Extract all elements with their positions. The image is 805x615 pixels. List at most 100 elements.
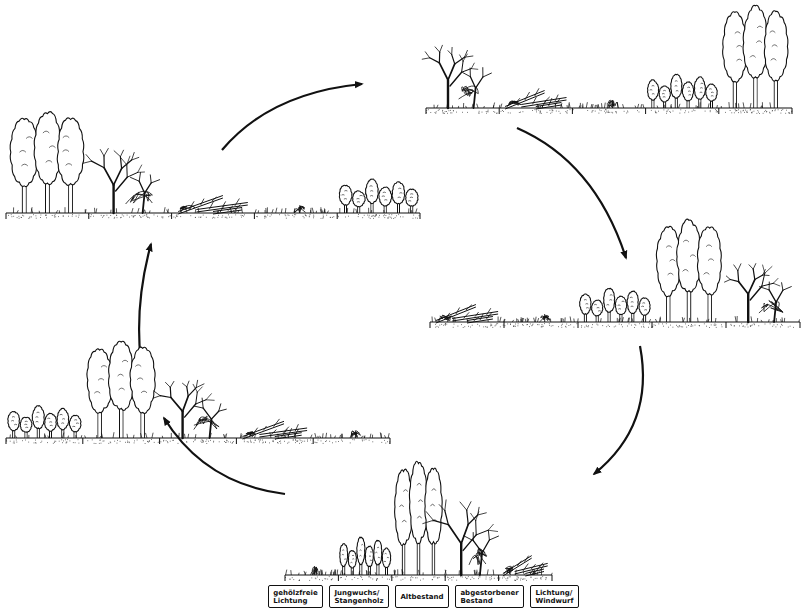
log-branch xyxy=(549,98,552,106)
dead-branch xyxy=(448,51,452,55)
segment-ticks xyxy=(426,108,792,114)
crown-texture xyxy=(709,88,712,89)
crown-texture xyxy=(641,306,644,307)
crown-texture xyxy=(586,303,589,305)
crown-texture xyxy=(597,307,600,308)
segment-ticks xyxy=(285,575,552,581)
forest-panel xyxy=(6,341,390,444)
plant-stem xyxy=(299,205,300,213)
crown-texture xyxy=(43,131,49,133)
crown-texture xyxy=(618,308,621,309)
log-branch xyxy=(535,88,539,96)
tree-crown xyxy=(615,296,626,314)
crown-texture xyxy=(370,195,373,197)
crown-texture xyxy=(663,96,666,97)
dead-branch xyxy=(219,404,221,411)
crown-texture xyxy=(683,270,689,272)
dead-branch xyxy=(196,380,197,387)
dead-branch xyxy=(435,47,440,52)
shrub-scribble xyxy=(126,191,153,204)
tree-crown xyxy=(34,112,61,185)
trunk-fill xyxy=(709,291,711,322)
tree-crown xyxy=(706,84,718,101)
tree-crown xyxy=(694,77,705,100)
dead-branch xyxy=(127,156,130,165)
stage-box: gehölzfreie Lichtung xyxy=(268,585,323,608)
dead-branch xyxy=(166,382,171,387)
dead-branch xyxy=(126,165,127,177)
tree-trunk xyxy=(432,541,434,575)
log-branch xyxy=(201,199,204,205)
dead-branch xyxy=(753,269,755,280)
crown-texture xyxy=(757,26,763,28)
dead-branch xyxy=(739,282,749,294)
grass-tufts xyxy=(601,317,651,322)
crown-texture xyxy=(689,94,692,95)
log-branch xyxy=(263,426,266,430)
tree-crown xyxy=(580,294,591,314)
crown-texture xyxy=(668,273,674,275)
log-branch xyxy=(474,317,480,321)
dead-branch xyxy=(471,68,478,70)
tree-trunk xyxy=(402,541,404,575)
log-branch xyxy=(274,419,280,427)
dead-branch xyxy=(170,387,172,397)
log-branch xyxy=(235,199,240,206)
dead-branch xyxy=(114,151,120,157)
crown-texture xyxy=(662,93,665,94)
crown-texture xyxy=(701,83,704,85)
dead-branch xyxy=(467,502,471,510)
tree-crown xyxy=(69,415,81,432)
crown-texture xyxy=(137,378,143,380)
dead-branch xyxy=(423,520,434,523)
dead-branch xyxy=(452,55,455,64)
dead-branch xyxy=(86,155,92,162)
grass-tufts xyxy=(432,317,505,323)
dead-branch xyxy=(138,165,142,172)
dead-branch xyxy=(131,177,140,181)
dead-branch xyxy=(476,77,483,88)
segment-ticks xyxy=(6,438,390,444)
trunk-fill xyxy=(754,75,756,108)
crown-texture xyxy=(36,421,39,423)
crown-texture xyxy=(400,505,404,507)
crown-texture xyxy=(417,483,421,485)
tree-crown xyxy=(764,11,788,81)
tree-crown xyxy=(20,417,32,432)
ground-stipple xyxy=(8,215,419,219)
tree-crown xyxy=(130,347,155,413)
dead-branch xyxy=(451,47,452,54)
crown-texture xyxy=(357,201,360,202)
crown-texture xyxy=(14,424,17,426)
tree-crown xyxy=(379,187,392,206)
crown-texture xyxy=(708,259,714,261)
ground-stipple xyxy=(426,110,792,114)
crown-texture xyxy=(675,85,678,87)
dead-branch xyxy=(749,265,753,269)
log-branch xyxy=(533,97,537,104)
dead-branch xyxy=(476,530,488,535)
crown-texture xyxy=(670,260,676,262)
dead-branch xyxy=(763,265,765,273)
stage-label: Lichtung/ Windwurf xyxy=(535,589,573,605)
crown-texture xyxy=(756,41,762,43)
crown-texture xyxy=(37,412,40,414)
crown-texture xyxy=(610,294,613,296)
crown-texture xyxy=(383,192,386,193)
shrub-scribble xyxy=(294,206,305,213)
dead-branch xyxy=(100,150,104,156)
crown-texture xyxy=(360,549,362,551)
dead-branch xyxy=(202,398,203,408)
dead-branch xyxy=(448,525,461,544)
dead-branch xyxy=(422,58,430,59)
crown-texture xyxy=(47,418,50,419)
dead-branch xyxy=(726,276,730,280)
dead-branch xyxy=(445,511,449,525)
crown-texture xyxy=(650,89,653,91)
dead-branch xyxy=(150,175,152,183)
grass-tufts xyxy=(445,569,494,575)
dead-branch xyxy=(139,173,140,182)
shrub-scribble xyxy=(459,86,479,99)
dead-branch xyxy=(132,157,139,160)
crown-texture xyxy=(750,56,756,58)
